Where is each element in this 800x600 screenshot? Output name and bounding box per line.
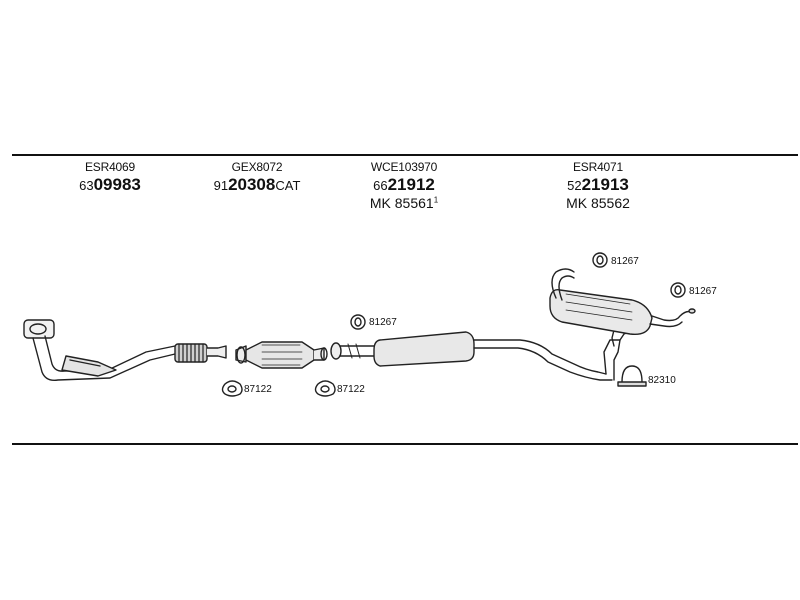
rubber-hanger-icon [592,252,608,268]
part-front-pipe: ESR4069 6309983 [45,160,175,195]
fitting-label: 81267 [689,286,717,297]
rubber-hanger-icon [350,314,366,330]
rubber-hanger-icon [670,282,686,298]
part-code: GEX8072 [231,160,283,174]
part-number: 9120308CAT [213,175,301,194]
bottom-divider [12,443,798,445]
fitting-label: 81267 [611,256,639,267]
middle-silencer-drawing [330,331,621,381]
fitting-label: 82310 [648,375,676,386]
fitting-label: 87122 [337,384,365,395]
rear-silencer-drawing [549,268,696,347]
part-catalytic-converter: GEX8072 9120308CAT [192,160,322,195]
part-number: 5221913 [567,175,629,194]
part-code: ESR4071 [573,160,623,174]
part-number: 6621912 [373,175,435,194]
part-code: ESR4069 [85,160,135,174]
fitting-label: 81267 [369,317,397,328]
mounting-kit: MK 855611 [369,195,439,211]
top-divider [12,154,798,156]
fitting-label: 87122 [244,384,272,395]
catalytic-converter-drawing [235,341,328,369]
part-rear-silencer: ESR4071 5221913 MK 85562 [533,160,663,211]
part-number: 6309983 [79,175,141,194]
mounting-kit: MK 85562 [566,195,630,211]
part-middle-silencer: WCE103970 6621912 MK 855611 [339,160,469,211]
gasket-icon [314,380,336,397]
gasket-icon [221,380,243,397]
front-pipe-drawing [23,319,227,382]
clamp-icon [617,365,647,387]
part-code: WCE103970 [370,160,438,174]
